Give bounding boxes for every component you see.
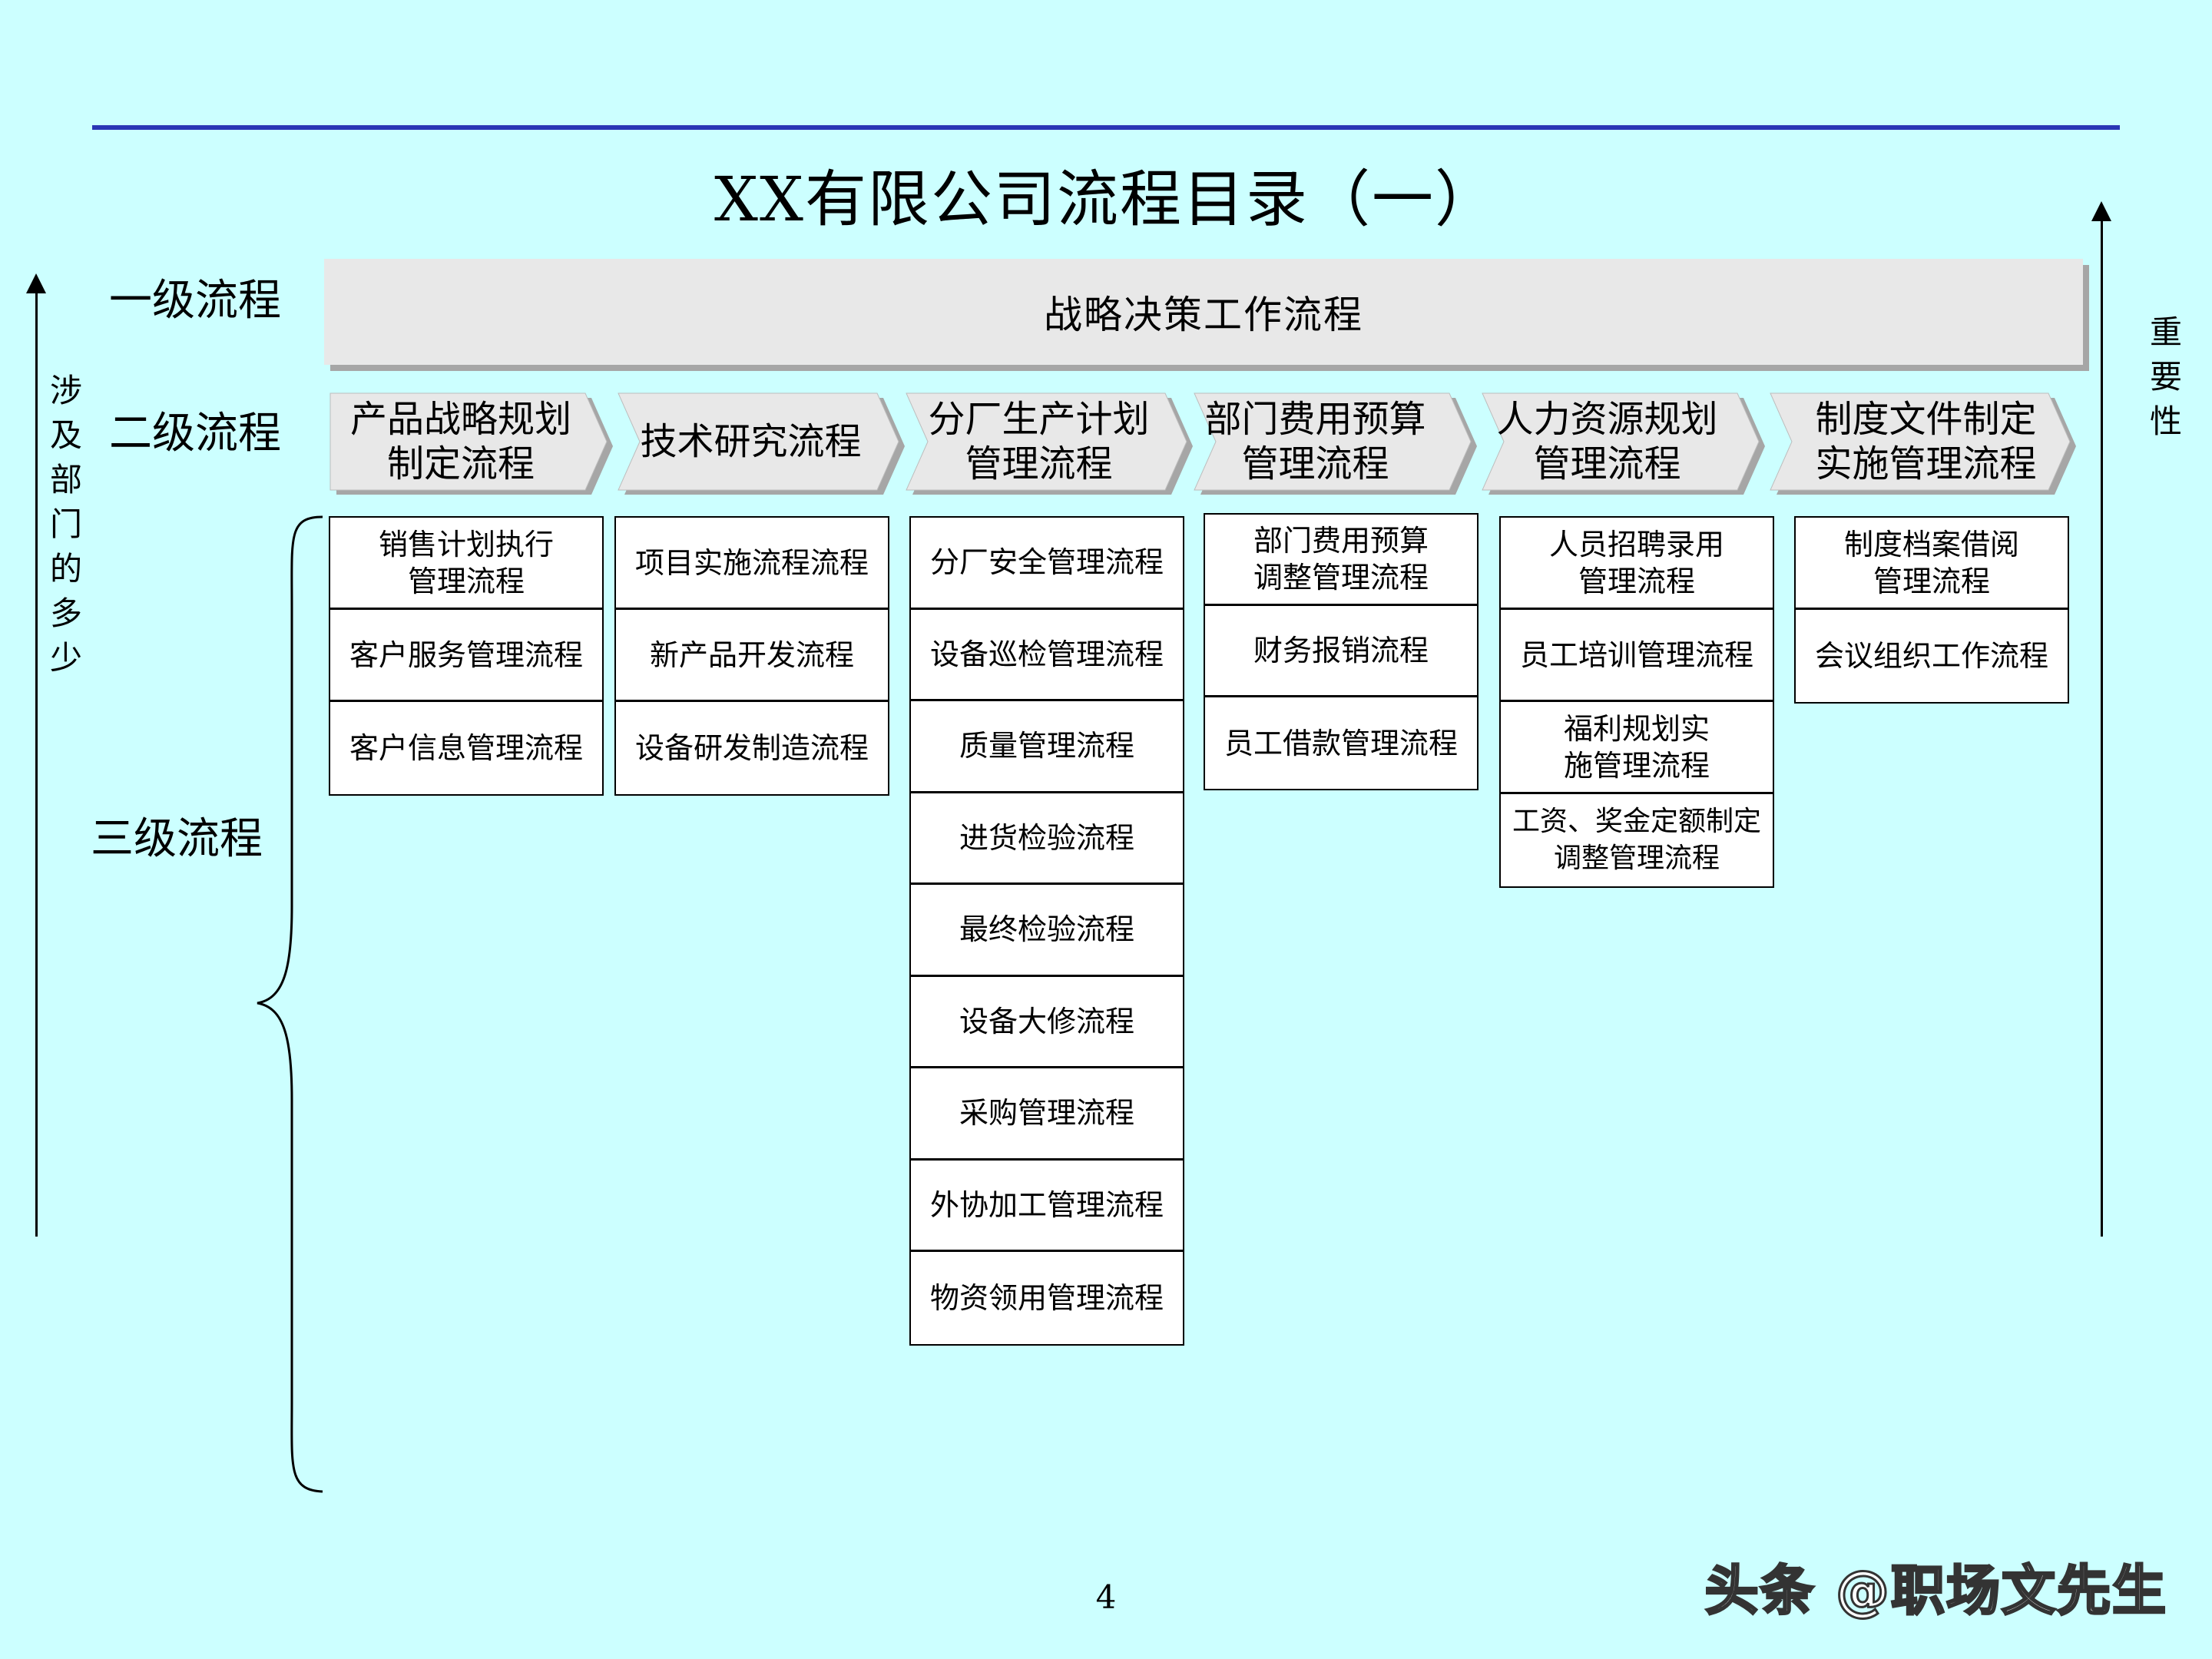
- level2-chevron-row: [329, 392, 2076, 495]
- level3-process-cell: 分厂安全管理流程: [911, 518, 1183, 610]
- level3-process-cell: 制度档案借阅 管理流程: [1796, 518, 2068, 610]
- level2-chevron: [329, 392, 608, 491]
- level3-column-3: 分厂安全管理流程设备巡检管理流程质量管理流程进货检验流程最终检验流程设备大修流程…: [909, 516, 1184, 1346]
- page-title: XX有限公司流程目录（一）: [714, 164, 1498, 235]
- level3-process-cell: 客户信息管理流程: [349, 731, 583, 765]
- level3-process-cell: 项目实施流程流程: [616, 518, 888, 610]
- level2-process-2: 技术研究流程: [640, 420, 862, 463]
- level3-process-cell: 最终检验流程: [911, 885, 1183, 977]
- level2-chevron: [906, 392, 1187, 491]
- level2-chevron: [1482, 392, 1760, 491]
- level3-process-cell: 外协加工管理流程: [911, 1161, 1183, 1252]
- level3-column-2: 项目实施流程流程新产品开发流程设备研发制造流程: [614, 516, 889, 796]
- level2-chevron: [1770, 392, 2071, 491]
- left-axis-line: [35, 292, 38, 1237]
- level3-process-cell: 销售计划执行 管理流程: [330, 518, 602, 610]
- level2-process-1: 产品战略规划 制定流程: [349, 398, 571, 485]
- level3-label: 三级流程: [91, 814, 263, 864]
- level3-column-6: 制度档案借阅 管理流程会议组织工作流程: [1794, 516, 2069, 704]
- level3-process-cell: 设备研发制造流程: [634, 731, 869, 765]
- level2-chevron: [1194, 392, 1472, 491]
- level3-process-cell: 质量管理流程: [911, 701, 1183, 793]
- level3-column-5: 人员招聘录用 管理流程员工培训管理流程福利规划实 施管理流程工资、奖金定额制定 …: [1499, 516, 1774, 888]
- right-axis-label: 重 要 性: [2149, 313, 2182, 440]
- level3-process-cell: 物资领用管理流程: [929, 1280, 1164, 1315]
- level3-process-cell: 员工培训管理流程: [1501, 610, 1773, 702]
- level1-label: 一级流程: [109, 276, 281, 326]
- right-axis-line: [2101, 220, 2103, 1237]
- left-axis-arrow-icon: [26, 273, 46, 293]
- level3-process-cell: 客户服务管理流程: [330, 610, 602, 702]
- page-number: 4: [1095, 1578, 1117, 1616]
- level3-process-cell: 设备大修流程: [911, 977, 1183, 1068]
- watermark: 头条 @职场文先生: [1704, 1558, 2167, 1624]
- level2-label: 二级流程: [109, 409, 281, 459]
- level3-process-cell: 财务报销流程: [1205, 606, 1477, 697]
- level3-process-cell: 采购管理流程: [911, 1068, 1183, 1161]
- left-axis-label: 涉 及 部 门 的 多 少: [49, 372, 82, 677]
- level2-process-5: 人力资源规划 管理流程: [1496, 398, 1718, 485]
- level2-process-4: 部门费用预算 管理流程: [1204, 398, 1426, 485]
- level3-process-cell: 人员招聘录用 管理流程: [1501, 518, 1773, 610]
- level3-process-cell: 新产品开发流程: [616, 610, 888, 702]
- level3-process-cell: 员工借款管理流程: [1224, 726, 1458, 760]
- level3-process-cell: 设备巡检管理流程: [911, 610, 1183, 701]
- level3-process-cell: 会议组织工作流程: [1814, 639, 2048, 673]
- right-axis-arrow-icon: [2091, 201, 2111, 221]
- level1-process-box: 战略决策工作流程: [324, 259, 2083, 365]
- level3-brace: [257, 515, 323, 1493]
- level2-process-3: 分厂生产计划 管理流程: [928, 398, 1150, 485]
- level3-column-1: 销售计划执行 管理流程客户服务管理流程客户信息管理流程: [329, 516, 604, 796]
- level3-process-cell: 部门费用预算 调整管理流程: [1205, 515, 1477, 606]
- level2-chevron: [618, 392, 899, 491]
- top-rule: [92, 125, 2120, 130]
- level1-process-label: 战略决策工作流程: [1044, 293, 1363, 337]
- level3-process-cell: 工资、奖金定额制定 调整管理流程: [1512, 806, 1761, 874]
- level3-column-4: 部门费用预算 调整管理流程财务报销流程员工借款管理流程: [1204, 513, 1479, 790]
- level3-process-cell: 进货检验流程: [911, 793, 1183, 885]
- level3-process-cell: 福利规划实 施管理流程: [1501, 702, 1773, 794]
- level2-process-6: 制度文件制定 实施管理流程: [1815, 398, 2037, 485]
